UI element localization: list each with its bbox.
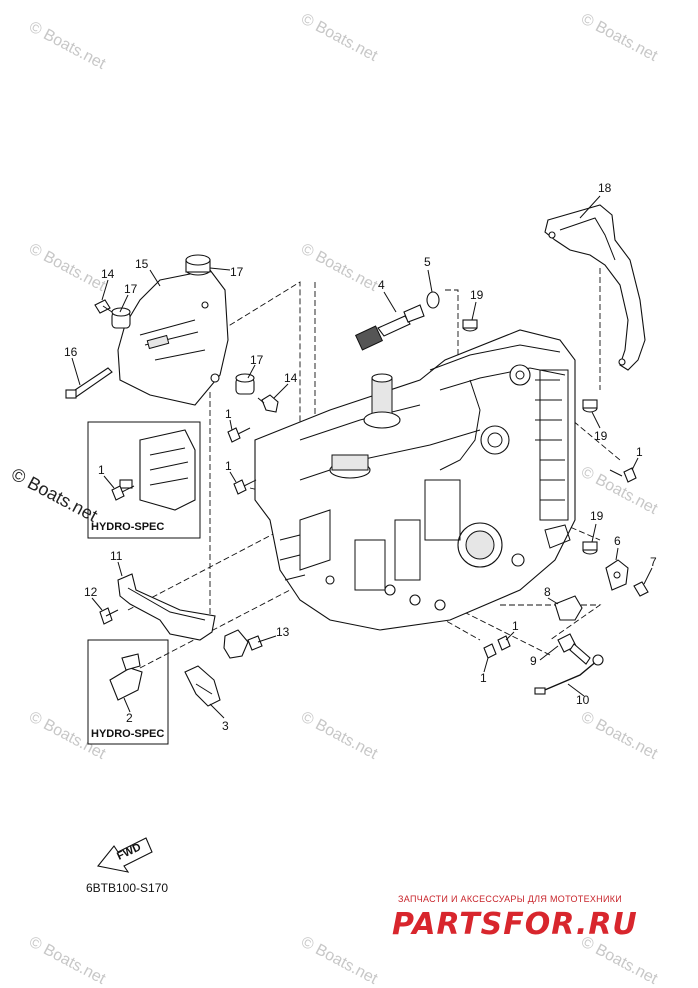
callout-10: 10	[576, 693, 590, 707]
callout-4: 4	[378, 278, 385, 292]
watermark-large: © Boats.net	[8, 464, 101, 526]
callout-14: 14	[101, 267, 115, 281]
callout-19: 19	[594, 429, 608, 443]
callout-numbers: 18 15 17 14 17 16 17 14 4 5 19 19 1 1 1 …	[64, 181, 657, 733]
callout-19: 19	[470, 288, 484, 302]
hydro-spec-label: HYDRO-SPEC	[91, 521, 164, 533]
connector-3	[184, 665, 221, 707]
callout-1: 1	[225, 459, 232, 473]
callout-8: 8	[544, 585, 551, 599]
callout-19: 19	[590, 509, 604, 523]
bolt-1	[233, 479, 257, 495]
callout-7: 7	[650, 555, 657, 569]
callout-6: 6	[614, 534, 621, 548]
watermark: © Boats.net	[578, 709, 660, 764]
fwd-arrow-icon: FWD	[97, 837, 153, 873]
grommet-17	[185, 254, 211, 276]
leader-lines	[71, 195, 653, 719]
grommet-19-right	[582, 399, 598, 413]
o-ring-5	[426, 291, 440, 309]
sensor-4	[354, 304, 425, 351]
bolt-1	[227, 427, 251, 443]
bracket-18	[544, 204, 646, 371]
callout-13: 13	[276, 625, 290, 639]
tie-wrap-16	[65, 367, 113, 399]
callout-11: 11	[110, 549, 123, 563]
callout-1: 1	[512, 619, 519, 633]
callout-12: 12	[84, 585, 98, 599]
brand-tagline: ЗАПЧАСТИ И АКСЕССУАРЫ ДЛЯ МОТОТЕХНИКИ	[398, 894, 622, 904]
callout-17: 17	[230, 265, 244, 279]
bolt-12	[99, 607, 119, 625]
callout-3: 3	[222, 719, 229, 733]
clip-13	[223, 629, 263, 659]
watermark: © Boats.net	[26, 19, 108, 74]
grommet-17-left	[111, 307, 131, 329]
brand-name: PARTSFOR.RU	[392, 907, 638, 942]
bolt-14-left	[94, 299, 113, 314]
bolt-1	[111, 485, 135, 501]
callout-1: 1	[480, 671, 487, 685]
callout-17: 17	[124, 282, 138, 296]
callout-1: 1	[225, 407, 232, 421]
callout-5: 5	[424, 255, 431, 269]
bolt-1	[483, 643, 497, 659]
lead-10	[534, 654, 604, 695]
grommet-19-mid	[582, 541, 598, 555]
callout-1: 1	[636, 445, 643, 459]
clip-8	[554, 595, 583, 621]
engine-block	[254, 329, 576, 631]
watermark: © Boats.net	[26, 241, 108, 296]
sensor-9	[557, 633, 591, 665]
grommet-17-right	[235, 373, 255, 395]
diagram-code: 6BTB100-S170	[86, 881, 168, 895]
callout-2: 2	[126, 711, 133, 725]
hydro-spec-box-lower: HYDRO-SPEC	[87, 639, 169, 745]
watermark: © Boats.net	[298, 11, 380, 66]
callout-14: 14	[284, 371, 298, 385]
bolt-7	[633, 581, 649, 597]
callout-1: 1	[98, 463, 105, 477]
hydro-spec-box-upper: HYDRO-SPEC	[87, 421, 201, 539]
bolt-1	[609, 467, 637, 483]
watermark: © Boats.net	[26, 934, 108, 988]
callout-16: 16	[64, 345, 78, 359]
watermark: © Boats.net	[298, 709, 380, 764]
watermark: © Boats.net	[578, 11, 660, 66]
grommet-19-top	[462, 319, 478, 332]
callout-9: 9	[530, 654, 537, 668]
bracket-11	[117, 573, 216, 641]
hydro-spec-label: HYDRO-SPEC	[91, 728, 164, 740]
brand-logo: ЗАПЧАСТИ И АКСЕССУАРЫ ДЛЯ МОТОТЕХНИКИ PA…	[392, 894, 638, 942]
bolt-14-right	[257, 394, 279, 413]
callout-18: 18	[598, 181, 612, 195]
callout-17: 17	[250, 353, 264, 367]
watermark: © Boats.net	[298, 934, 380, 988]
watermark: © Boats.net	[298, 241, 380, 296]
callout-15: 15	[135, 257, 149, 271]
bracket-6	[605, 559, 629, 591]
